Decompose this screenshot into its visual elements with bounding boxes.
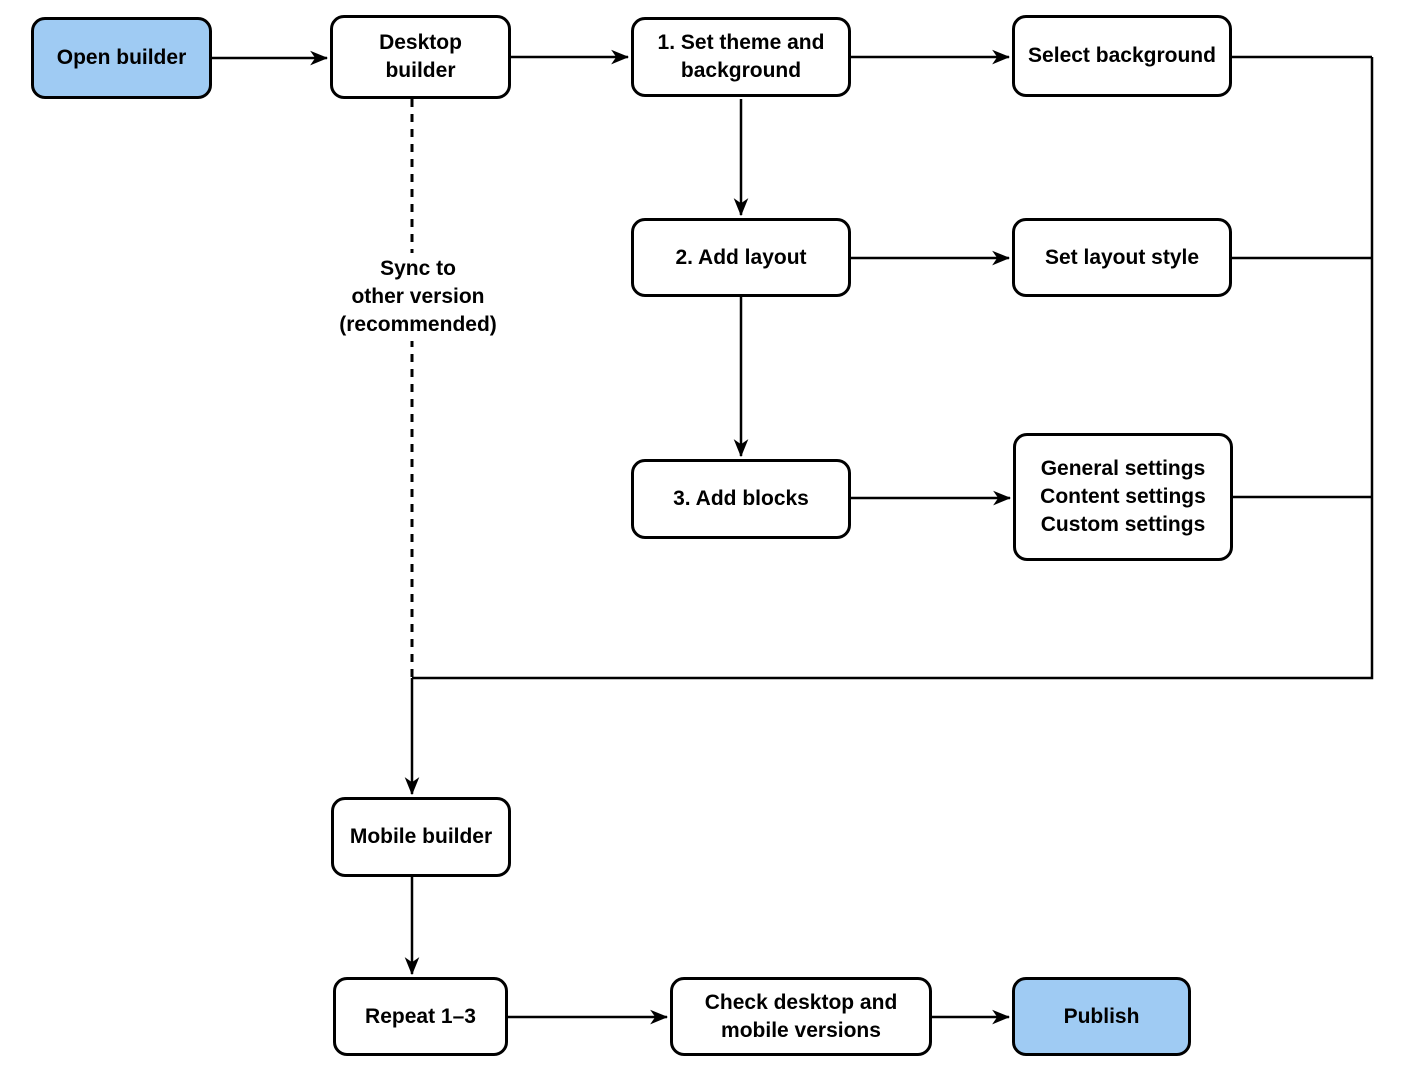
- node-add-layout-label: 2. Add layout: [675, 245, 807, 269]
- node-check-versions-label: Check desktop and mobile versions: [704, 990, 898, 1042]
- node-set-layout-style: Set layout style: [1012, 218, 1232, 297]
- node-check-versions: Check desktop and mobile versions: [670, 977, 932, 1056]
- node-add-blocks-label: 3. Add blocks: [673, 487, 809, 510]
- node-set-theme-background-label: 1. Set theme and background: [657, 31, 825, 82]
- sync-note: Sync to other version (recommended): [297, 253, 539, 341]
- node-repeat-steps-label: Repeat 1–3: [365, 1004, 476, 1028]
- node-desktop-builder: Desktop builder: [330, 15, 511, 99]
- node-open-builder-label: Open builder: [56, 46, 187, 69]
- node-publish-label: Publish: [1063, 1004, 1140, 1028]
- node-block-settings-label: General settings Content settings Custom…: [1040, 457, 1206, 536]
- node-mobile-builder: Mobile builder: [331, 797, 511, 877]
- edge-return-rail: [412, 57, 1374, 680]
- node-mobile-builder-label: Mobile builder: [349, 825, 493, 848]
- node-select-background: Select background: [1012, 15, 1232, 97]
- node-publish: Publish: [1012, 977, 1191, 1056]
- node-add-blocks: 3. Add blocks: [631, 459, 851, 539]
- node-desktop-builder-label: Desktop builder: [379, 31, 462, 82]
- node-open-builder: Open builder: [31, 17, 212, 99]
- node-add-layout: 2. Add layout: [631, 218, 851, 297]
- node-select-background-label: Select background: [1028, 44, 1216, 67]
- node-set-theme-background: 1. Set theme and background: [631, 17, 851, 97]
- node-block-settings: General settings Content settings Custom…: [1013, 433, 1233, 561]
- node-set-layout-style-label: Set layout style: [1044, 245, 1200, 269]
- node-repeat-steps: Repeat 1–3: [333, 977, 508, 1056]
